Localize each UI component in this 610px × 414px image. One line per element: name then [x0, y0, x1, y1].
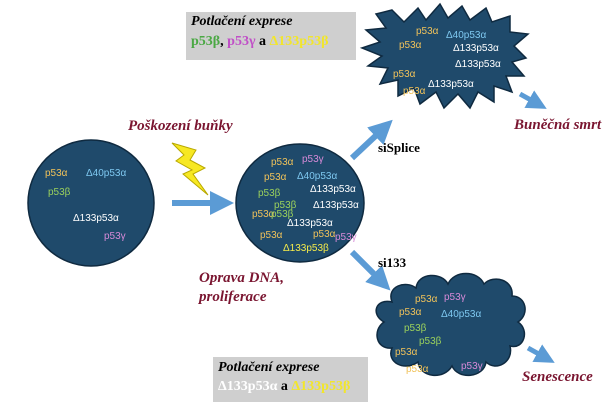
start-isoform-p53g: p53γ: [104, 231, 126, 242]
middle-isoform-4: Δ40p53α: [297, 171, 337, 182]
label-senescence: Senescence: [522, 368, 593, 387]
death-isoform-7: Δ133p53α: [428, 79, 474, 90]
box-top-item-p53g: p53γ: [227, 34, 255, 49]
middle-isoform-3: p53α: [264, 172, 286, 183]
arrow-to-senescence: [528, 348, 546, 358]
box-bottom-item-d133p53b: Δ133p53β: [291, 379, 350, 394]
sen-isoform-6: p53β: [419, 336, 441, 347]
death-cell: [362, 4, 528, 108]
start-isoform-d133p53a: Δ133p53α: [73, 213, 119, 224]
death-isoform-4: Δ133p53α: [453, 43, 499, 54]
box-bottom-item-d133p53a: Δ133p53α: [218, 379, 277, 394]
start-isoform-p53b: p53β: [48, 187, 70, 198]
sen-isoform-3: p53α: [399, 307, 421, 318]
suppression-box-bottom-title: Potlačení exprese: [218, 360, 319, 376]
sen-isoform-8: p53α: [406, 364, 428, 375]
label-death: Buněčná smrt: [514, 116, 601, 135]
sen-isoform-9: p53γ: [461, 361, 483, 372]
middle-isoform-14: p53α: [313, 229, 335, 240]
box-top-item-p53b: p53β: [191, 34, 220, 49]
suppression-box-bottom-items: Δ133p53α a Δ133p53β: [218, 379, 350, 395]
sen-isoform-7: p53α: [395, 347, 417, 358]
middle-isoform-8: Δ133p53α: [313, 200, 359, 211]
suppression-box-top-title: Potlačení exprese: [191, 14, 292, 30]
death-isoform-5: Δ133p53α: [455, 59, 501, 70]
death-isoform-8: p53α: [403, 86, 425, 97]
middle-isoform-2: p53γ: [302, 154, 324, 165]
sen-isoform-1: p53α: [415, 294, 437, 305]
middle-isoform-12: p53α: [260, 230, 282, 241]
death-isoform-2: Δ40p53α: [446, 30, 486, 41]
arrow-to-death: [520, 94, 538, 104]
death-isoform-3: p53α: [399, 40, 421, 51]
senescence-cell: [376, 274, 525, 376]
lightning-icon: [172, 143, 208, 195]
label-repair: Oprava DNA, proliferace: [199, 269, 284, 307]
middle-isoform-13: p53γ: [335, 232, 357, 243]
start-isoform-d40p53a: Δ40p53α: [86, 168, 126, 179]
sen-isoform-4: Δ40p53α: [441, 309, 481, 320]
middle-isoform-5: p53β: [258, 188, 280, 199]
label-si133: si133: [378, 255, 406, 271]
middle-isoform-1: p53α: [271, 157, 293, 168]
start-cell: [28, 140, 154, 266]
death-isoform-1: p53α: [416, 26, 438, 37]
label-sisplice: siSplice: [378, 140, 420, 156]
middle-isoform-11: Δ133p53α: [287, 218, 333, 229]
label-damage: Poškození buňky: [128, 117, 233, 136]
middle-isoform-15: Δ133p53β: [283, 243, 329, 254]
sen-isoform-2: p53γ: [444, 292, 466, 303]
start-isoform-p53a: p53α: [45, 168, 67, 179]
suppression-box-top-items: p53β, p53γ a Δ133p53β: [191, 34, 328, 50]
death-isoform-6: p53α: [393, 69, 415, 80]
sen-isoform-5: p53β: [404, 323, 426, 334]
box-top-item-d133p53b: Δ133p53β: [270, 34, 329, 49]
middle-isoform-6: Δ133p53α: [310, 184, 356, 195]
